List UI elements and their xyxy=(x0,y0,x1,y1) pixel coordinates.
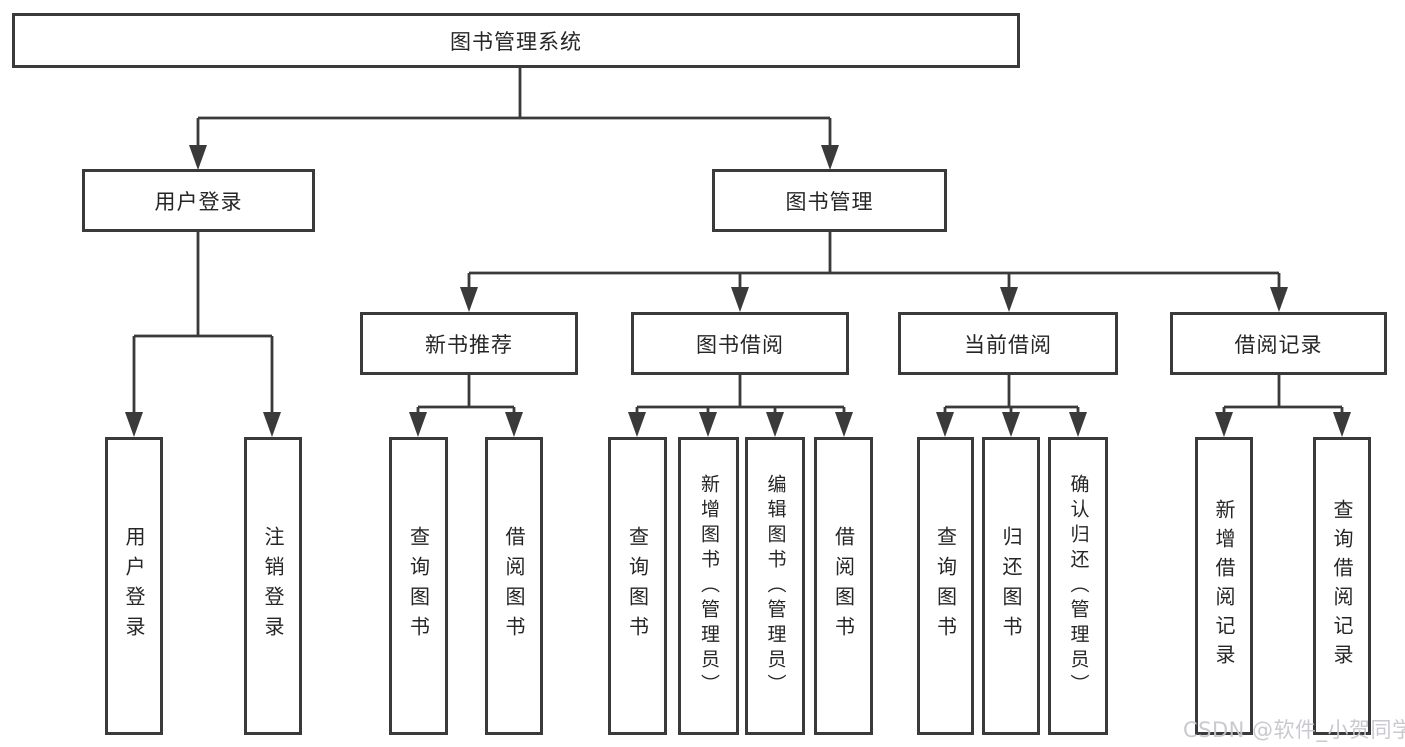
node-label: 借阅记录 xyxy=(1234,332,1323,357)
node-library-management-system: 图书管理系统 xyxy=(12,13,1020,68)
node-label: 图书管理系统 xyxy=(450,29,582,54)
node-label: 新增图书（管理员） xyxy=(698,473,720,699)
node-label: 图书借阅 xyxy=(696,332,784,357)
leaf-return-books: 归还图书 xyxy=(982,437,1040,735)
arrowheads xyxy=(125,145,1351,437)
node-label: 新增借阅记录 xyxy=(1212,499,1236,673)
node-user-login-module: 用户登录 xyxy=(82,169,315,232)
leaf-query-books-recommend: 查询图书 xyxy=(389,437,448,735)
node-current-borrowing: 当前借阅 xyxy=(898,312,1118,375)
node-label: 用户登录 xyxy=(122,526,146,646)
leaf-borrow-books: 借阅图书 xyxy=(814,437,873,735)
leaf-add-borrow-record: 新增借阅记录 xyxy=(1195,437,1253,735)
node-label: 归还图书 xyxy=(999,526,1023,646)
leaf-confirm-return-admin: 确认归还（管理员） xyxy=(1048,437,1108,735)
leaf-borrow-books-recommend: 借阅图书 xyxy=(485,437,543,735)
leaf-add-books-admin: 新增图书（管理员） xyxy=(678,437,739,735)
node-new-book-recommendation: 新书推荐 xyxy=(360,312,578,375)
node-label: 当前借阅 xyxy=(964,332,1052,357)
node-label: 编辑图书（管理员） xyxy=(764,473,787,699)
node-label: 借阅图书 xyxy=(831,526,856,646)
node-label: 借阅图书 xyxy=(502,526,526,646)
node-borrowing-records: 借阅记录 xyxy=(1170,312,1387,375)
node-label: 查询图书 xyxy=(625,526,650,646)
leaf-query-books-current: 查询图书 xyxy=(917,437,974,735)
leaf-query-borrow-record: 查询借阅记录 xyxy=(1313,437,1371,735)
node-label: 查询图书 xyxy=(933,526,958,646)
node-label: 确认归还（管理员） xyxy=(1067,473,1090,699)
node-label: 查询图书 xyxy=(406,526,431,646)
node-label: 用户登录 xyxy=(154,189,243,214)
leaf-user-login: 用户登录 xyxy=(105,437,163,735)
node-label: 注销登录 xyxy=(261,526,285,646)
node-label: 新书推荐 xyxy=(425,332,513,357)
node-label: 图书管理 xyxy=(785,189,874,214)
leaf-query-books-borrowing: 查询图书 xyxy=(608,437,667,735)
node-book-borrowing: 图书借阅 xyxy=(631,312,849,375)
leaf-logout: 注销登录 xyxy=(244,437,302,735)
csdn-watermark: CSDN @软件_小贺同学 xyxy=(1183,718,1405,742)
leaf-edit-books-admin: 编辑图书（管理员） xyxy=(745,437,805,735)
node-label: 查询借阅记录 xyxy=(1330,499,1354,673)
node-book-management-module: 图书管理 xyxy=(712,169,947,232)
